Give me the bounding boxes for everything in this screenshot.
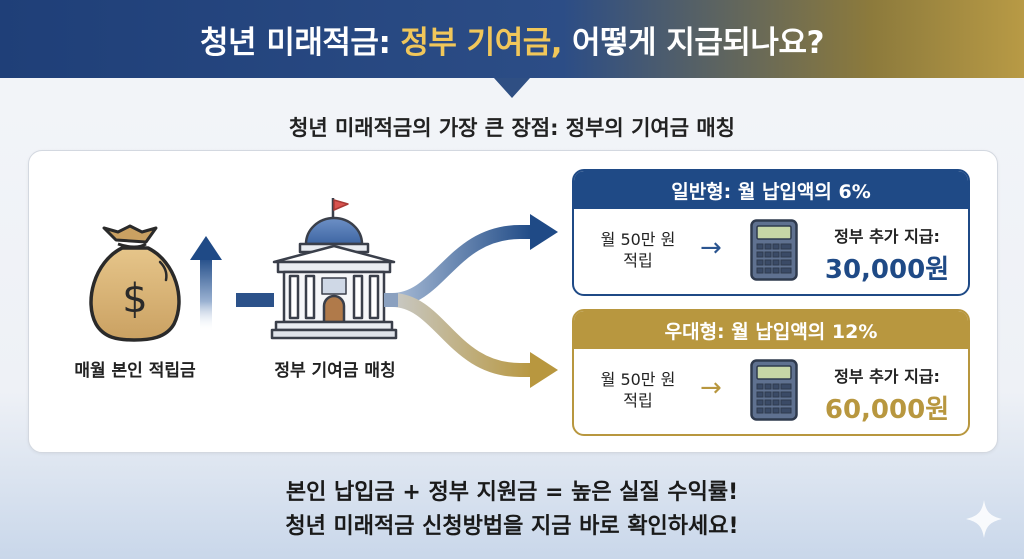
- footer-line-1: 본인 납입금 + 정부 지원금 = 높은 실질 수익률!: [285, 480, 739, 505]
- payment-label: 정부 추가 지급:: [834, 227, 940, 246]
- payment-info: 정부 추가 지급: 30,000원: [812, 223, 962, 286]
- card-title: 일반형: 월 납입액의 6%: [574, 171, 968, 209]
- deposit-text: 월 50만 원 적립: [584, 229, 692, 271]
- subtitle: 청년 미래적금의 가장 큰 장점: 정부의 기여금 매칭: [289, 116, 735, 140]
- general-type-card: 일반형: 월 납입액의 6% 월 50만 원 적립 → 정부 추가 지급: 30…: [572, 169, 970, 296]
- gov-matching-label: 정부 기여금 매칭: [274, 361, 396, 381]
- down-arrow-icon: [494, 78, 530, 98]
- money-bag-icon: $: [89, 224, 181, 342]
- sparkle-icon: [966, 500, 1002, 538]
- right-arrow-icon: →: [700, 233, 722, 263]
- top-arrowhead: [530, 214, 558, 250]
- dollar-sign: $: [122, 276, 147, 322]
- footer-line-2: 청년 미래적금 신청방법을 지금 바로 확인하세요!: [285, 514, 739, 539]
- payment-amount: 30,000원: [824, 255, 950, 285]
- right-arrow-icon: →: [700, 373, 722, 403]
- payment-info: 정부 추가 지급: 60,000원: [812, 363, 962, 426]
- title-prefix: 청년 미래적금:: [200, 24, 391, 61]
- calculator-icon: [750, 359, 798, 421]
- deposit-line2: 적립: [623, 391, 653, 410]
- deposit-line1: 월 50만 원: [600, 370, 676, 389]
- deposit-text: 월 50만 원 적립: [584, 369, 692, 411]
- payment-label: 정부 추가 지급:: [834, 367, 940, 386]
- title-highlight: 정부 기여금,: [400, 24, 563, 61]
- savings-label: 매월 본인 적립금: [74, 361, 196, 381]
- connector-bar: [236, 293, 274, 307]
- payment-amount: 60,000원: [824, 395, 950, 425]
- title-suffix: 어떻게 지급되나요?: [572, 24, 824, 61]
- deposit-line1: 월 50만 원: [600, 230, 676, 249]
- calculator-icon: [750, 219, 798, 281]
- bottom-arrowhead: [530, 352, 558, 388]
- deposit-line2: 적립: [623, 251, 653, 270]
- up-arrow-icon: [190, 236, 222, 332]
- card-title: 우대형: 월 납입액의 12%: [574, 311, 968, 349]
- page-title: 청년 미래적금: 정부 기여금, 어떻게 지급되나요?: [0, 0, 1024, 78]
- preferred-type-card: 우대형: 월 납입액의 12% 월 50만 원 적립 → 정부 추가 지급: 6…: [572, 309, 970, 436]
- branch-arrows: [384, 214, 558, 388]
- government-building-icon: [270, 198, 398, 340]
